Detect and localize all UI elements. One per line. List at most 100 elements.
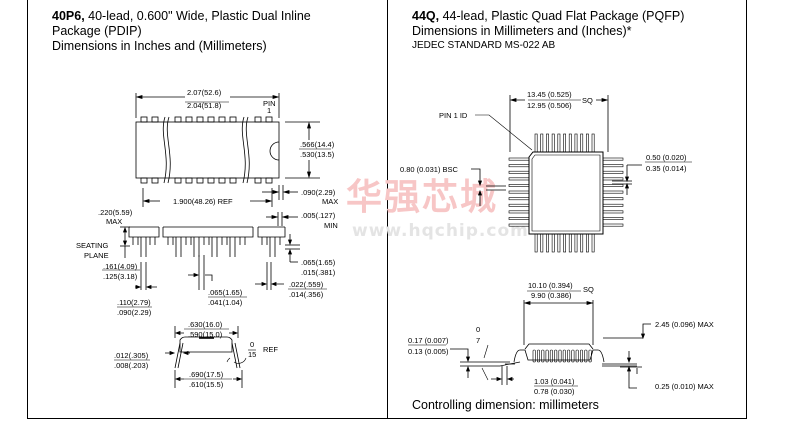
pdip-bottom-pins <box>140 177 273 184</box>
qfp-lead <box>602 223 624 227</box>
dim-pitch-max: .110(2.79) <box>117 298 151 307</box>
pqfp-body <box>528 151 604 235</box>
qfp-lead <box>602 203 624 207</box>
qfp-lead <box>546 133 549 153</box>
qfp-side-lead <box>545 349 549 363</box>
dim-thick-max: .012(.305) <box>114 351 149 360</box>
dim-outer-min: 12.95 (0.506) <box>527 101 572 110</box>
dim-lead-len-min: .125(3.18) <box>103 272 138 281</box>
watermark-url: www.hqchip.com <box>352 221 529 241</box>
qfp-lead <box>602 210 624 214</box>
angle-top: 0 <box>476 325 480 334</box>
pdip-top-view <box>135 93 331 207</box>
dim-thick-min: 0.13 (0.005) <box>408 347 449 356</box>
pqfp-top-view <box>471 95 692 253</box>
qfp-lead <box>602 184 624 187</box>
qfp-lead <box>508 170 530 174</box>
qfp-lead <box>508 190 530 194</box>
pdip-desc: 40-lead, 0.600" Wide, Plastic Dual Inlin… <box>84 9 311 23</box>
dim-lead-w-max: 0.50 (0.020) <box>646 153 687 162</box>
angle-note: REF <box>263 345 278 354</box>
qfp-lead <box>508 223 530 227</box>
dim-outer-note: SQ <box>582 96 593 105</box>
seating-plane-a: SEATING <box>76 241 109 250</box>
qfp-side-lead <box>536 349 540 363</box>
pqfp-units: Dimensions in Millimeters and (Inches)* <box>412 24 632 38</box>
pqfp-code: 44Q, <box>412 9 440 23</box>
dim-body-max: 10.10 (0.394) <box>528 281 573 290</box>
dim-standoff: .005(.127) <box>301 211 336 220</box>
dim-foot-min: 0.78 (0.030) <box>534 387 575 396</box>
qfp-lead <box>534 133 538 153</box>
dim-body-w-min: .590(15.0) <box>188 330 223 339</box>
pqfp-labels: 13.45 (0.525) 12.95 (0.506) SQ PIN 1 ID … <box>400 90 714 396</box>
qfp-side-lead <box>588 349 592 363</box>
dim-standoff: 0.25 (0.010) MAX <box>655 382 714 391</box>
pqfp-side-ridges <box>532 349 592 363</box>
qfp-side-lead <box>549 349 553 363</box>
qfp-lead <box>602 177 624 181</box>
dim-body-w-max: .630(16.0) <box>188 320 223 329</box>
pdip-top-pins <box>140 116 273 123</box>
qfp-lead <box>557 233 561 253</box>
qfp-lead <box>534 233 538 253</box>
qfp-lead <box>602 170 624 174</box>
qfp-side-lead <box>558 349 562 363</box>
qfp-lead <box>574 233 578 253</box>
dim-row-min: .610(15.5) <box>189 380 224 389</box>
dim-ref-length: 1.900(48.26) REF <box>173 197 233 206</box>
dim-width-max: .566(14.4) <box>300 140 335 149</box>
qfp-side-lead <box>532 349 536 363</box>
dim-outer-max: 13.45 (0.525) <box>527 90 572 99</box>
qfp-lead <box>508 210 530 214</box>
qfp-lead <box>563 233 567 253</box>
dim-height: 2.45 (0.096) MAX <box>655 320 714 329</box>
pdip-side-leads <box>132 237 281 257</box>
angle-bot: 7 <box>476 336 480 345</box>
qfp-side-lead <box>571 349 575 363</box>
dim-height: .220(5.59) <box>98 208 133 217</box>
qfp-lead <box>602 190 624 194</box>
dim-body-min: 9.90 (0.386) <box>531 291 572 300</box>
qfp-lead <box>602 217 624 220</box>
qfp-lead <box>508 157 530 161</box>
dim-tip-w-min: .014(.356) <box>289 290 324 299</box>
dim-pitch: 0.80 (0.031) BSC <box>400 165 459 174</box>
dim-tip-w-max: .022(.559) <box>289 280 324 289</box>
pdip-end-view <box>114 326 256 388</box>
qfp-lead <box>580 233 584 253</box>
pqfp-side-view <box>408 290 651 389</box>
dim-pitch-min: .090(2.29) <box>117 308 152 317</box>
dim-end-gap-note: MAX <box>322 197 338 206</box>
dim-end-gap: .090(2.29) <box>301 188 336 197</box>
qfp-lead <box>563 133 567 153</box>
dim-lead-w-max: .065(1.65) <box>208 288 243 297</box>
qfp-lead <box>568 233 572 253</box>
qfp-lead <box>591 133 595 153</box>
dim-shoulder-min: .015(.381) <box>301 268 336 277</box>
pqfp-title: 44Q, 44-lead, Plastic Quad Flat Package … <box>412 9 684 53</box>
pqfp-desc: 44-lead, Plastic Quad Flat Package (PQFP… <box>439 9 685 23</box>
qfp-side-lead <box>567 349 571 363</box>
qfp-lead <box>508 164 530 168</box>
pdip-desc-line2: Package (PDIP) <box>52 24 142 38</box>
qfp-lead <box>540 233 544 253</box>
dim-width-min: .530(13.5) <box>300 150 335 159</box>
dim-length-min: 2.04(51.8) <box>187 101 222 110</box>
dim-row-max: .690(17.5) <box>189 370 224 379</box>
dim-body-note: SQ <box>583 285 594 294</box>
pqfp-leads-bottom <box>534 233 595 253</box>
angle-top: 0 <box>250 340 254 349</box>
pqfp-leads-top <box>534 133 595 153</box>
pdip-side-view <box>102 212 327 308</box>
seating-plane-b: PLANE <box>84 251 109 260</box>
qfp-lead <box>508 203 530 207</box>
pdip-code: 40P6, <box>52 9 85 23</box>
qfp-lead <box>508 177 530 181</box>
qfp-lead <box>508 217 530 220</box>
dim-standoff-note: MIN <box>324 221 338 230</box>
pqfp-standard: JEDEC STANDARD MS-022 AB <box>412 40 556 51</box>
controlling-dimension-note: Controlling dimension: millimeters <box>412 398 599 412</box>
qfp-side-lead <box>579 349 583 363</box>
